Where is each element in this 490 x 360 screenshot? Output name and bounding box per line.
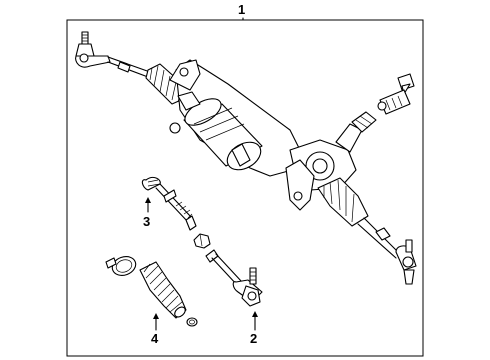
callout-1[interactable]: 1: [238, 2, 245, 21]
callout-3-label: 3: [143, 214, 150, 229]
callout-2-label: 2: [250, 331, 257, 346]
callout-1-label: 1: [238, 2, 245, 17]
callout-2[interactable]: 2: [250, 311, 258, 346]
small-clamp: [186, 317, 198, 327]
bellows-boot: [139, 261, 187, 319]
right-tie-rod-end: [395, 239, 417, 285]
callout-4-label: 4: [151, 331, 159, 346]
right-bellows-boot: [317, 177, 369, 227]
inner-tie-rod: [141, 176, 197, 231]
outer-tie-rod-end: [205, 249, 263, 307]
boot-clamp: [105, 256, 137, 276]
steering-gear-assembly: [75, 31, 417, 285]
callout-4[interactable]: 4: [151, 313, 159, 346]
callout-3[interactable]: 3: [143, 197, 151, 229]
jam-nut: [193, 233, 211, 249]
mounting-bracket-parts: [377, 73, 415, 115]
left-tie-rod-end: [75, 31, 111, 68]
electric-motor: [169, 98, 263, 171]
diagram-frame: [66, 19, 424, 357]
